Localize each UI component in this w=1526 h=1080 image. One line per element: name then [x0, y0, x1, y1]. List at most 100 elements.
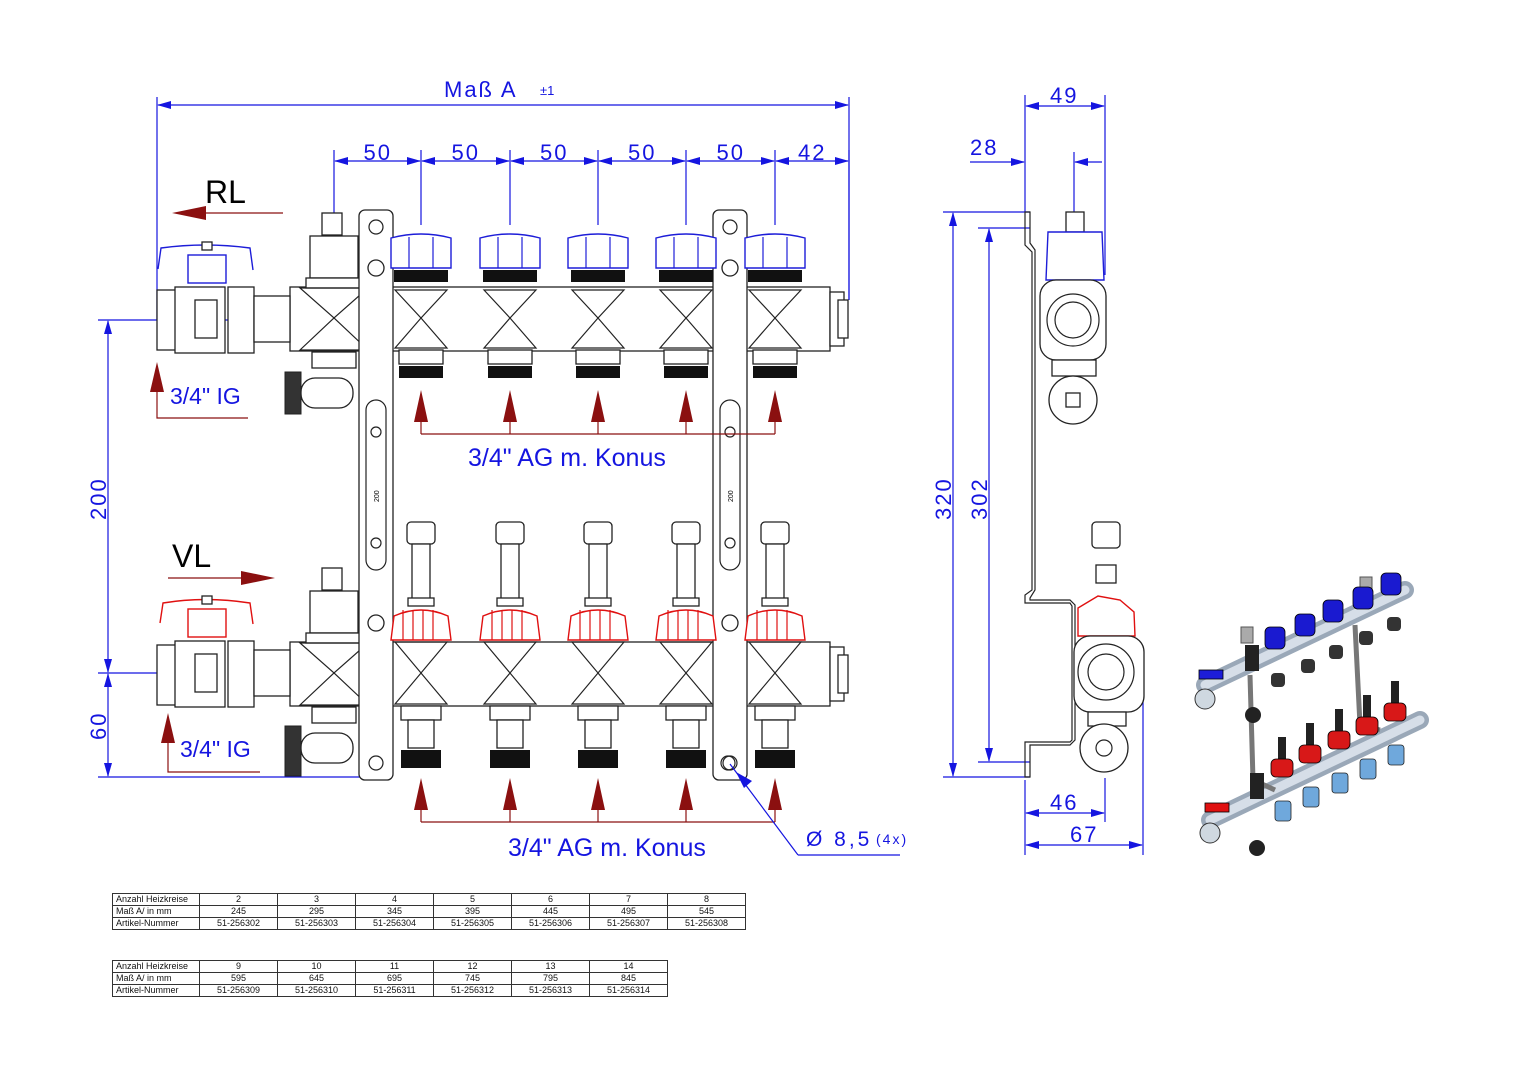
table-cell: 9	[199, 960, 278, 973]
return-circuit	[390, 233, 452, 378]
hole-diameter-label: Ø 8,5	[806, 828, 872, 851]
side-height-302: 302	[967, 477, 992, 520]
side-depth-46: 46	[1050, 790, 1078, 815]
red-cap-icon	[479, 609, 541, 641]
table-cell: 3	[277, 893, 356, 906]
table-cell: 745	[433, 972, 512, 985]
supply-circuits	[390, 521, 806, 768]
outlet-arrow-icon	[414, 390, 428, 422]
hole-count-label: (4x)	[876, 831, 908, 847]
return-circuit	[479, 233, 541, 378]
row-label: Maß A/ in mm	[112, 905, 200, 918]
blue-cap-icon	[390, 233, 452, 269]
table-cell: 4	[355, 893, 434, 906]
dim-60-label: 60	[86, 712, 111, 740]
table-cell: 51-256306	[511, 917, 590, 930]
row-label: Artikel-Nummer	[112, 917, 200, 930]
return-inlet-thread-label: 3/4" IG	[170, 383, 241, 409]
bracket: 200	[358, 209, 394, 781]
table-cell: 10	[277, 960, 356, 973]
mass-a-tolerance: ±1	[540, 83, 554, 98]
supply-circuit	[744, 521, 806, 768]
table-cell: 51-256309	[199, 984, 278, 997]
outlet-arrow-icon	[768, 778, 782, 810]
blue-cap-icon	[655, 233, 717, 269]
return-flow-label: RL	[172, 174, 283, 220]
red-cap-icon	[744, 609, 806, 641]
outlet-arrow-icon	[679, 390, 693, 422]
side-view: 49 28 320 302 46 67	[931, 83, 1145, 855]
supply-air-vent	[284, 567, 370, 777]
table-cell: 295	[277, 905, 356, 918]
dim-200-label: 200	[86, 477, 111, 520]
table-cell: 11	[355, 960, 434, 973]
blue-cap-icon	[479, 233, 541, 269]
outlet-arrow-icon	[503, 390, 517, 422]
table-cell: 51-256310	[277, 984, 356, 997]
spacing-dim-label: 50	[717, 140, 745, 165]
return-circuits	[390, 233, 806, 378]
red-cap-icon	[390, 609, 452, 641]
spacing-dim-label: 50	[364, 140, 392, 165]
side-offset-28: 28	[970, 135, 998, 160]
table-cell: 245	[199, 905, 278, 918]
mass-a-label: Maß A	[444, 77, 518, 102]
table-cell: 13	[511, 960, 590, 973]
outlet-thread-top-label: 3/4" AG m. Konus	[468, 444, 666, 472]
table-cell: 6	[511, 893, 590, 906]
spacing-dim: 50	[597, 140, 686, 225]
vl-label: VL	[172, 538, 211, 574]
table-cell: 395	[433, 905, 512, 918]
table-cell: 495	[589, 905, 668, 918]
table-cell: 51-256313	[511, 984, 590, 997]
side-height-320: 320	[931, 477, 956, 520]
supply-circuit	[390, 521, 452, 768]
side-blue-cap-icon	[1045, 231, 1105, 281]
table-cell: 51-256307	[589, 917, 668, 930]
table-cell: 595	[199, 972, 278, 985]
red-cap-icon	[655, 609, 717, 641]
outlet-arrows-top	[414, 390, 782, 435]
spacing-dim: 50	[420, 140, 510, 225]
side-width-49: 49	[1050, 83, 1078, 108]
rl-label: RL	[205, 174, 246, 210]
spacing-dim-label: 50	[452, 140, 480, 165]
table-cell: 51-256303	[277, 917, 356, 930]
table-cell: 5	[433, 893, 512, 906]
table-cell: 51-256312	[433, 984, 512, 997]
outlet-arrow-icon	[591, 778, 605, 810]
supply-flow-label: VL	[168, 538, 275, 585]
supply-inlet-thread: 3/4" IG	[161, 713, 260, 773]
hole-callout: Ø 8,5 (4x)	[720, 755, 908, 856]
outlet-arrow-icon	[591, 390, 605, 422]
vl-arrow-icon	[241, 571, 275, 585]
row-label: Artikel-Nummer	[112, 984, 200, 997]
outlet-arrow-icon	[503, 778, 517, 810]
table-cell: 2	[199, 893, 278, 906]
side-depth-67: 67	[1070, 822, 1098, 847]
table-cell: 51-256308	[667, 917, 746, 930]
row-label: Anzahl Heizkreise	[112, 893, 200, 906]
table-cell: 51-256304	[355, 917, 434, 930]
outlet-arrow-icon	[679, 778, 693, 810]
red-cap-icon	[567, 609, 629, 641]
table-cell: 51-256311	[355, 984, 434, 997]
return-inlet-thread: 3/4" IG	[150, 362, 248, 419]
blue-cap-icon	[567, 233, 629, 269]
table-cell: 7	[589, 893, 668, 906]
spacing-dim: 50	[509, 140, 598, 225]
supply-circuit	[655, 521, 717, 768]
product-3d-view	[1194, 572, 1429, 856]
outlet-arrow-icon	[414, 778, 428, 810]
dimension-mass-a: Maß A ±1	[156, 77, 850, 320]
table-cell: 12	[433, 960, 512, 973]
